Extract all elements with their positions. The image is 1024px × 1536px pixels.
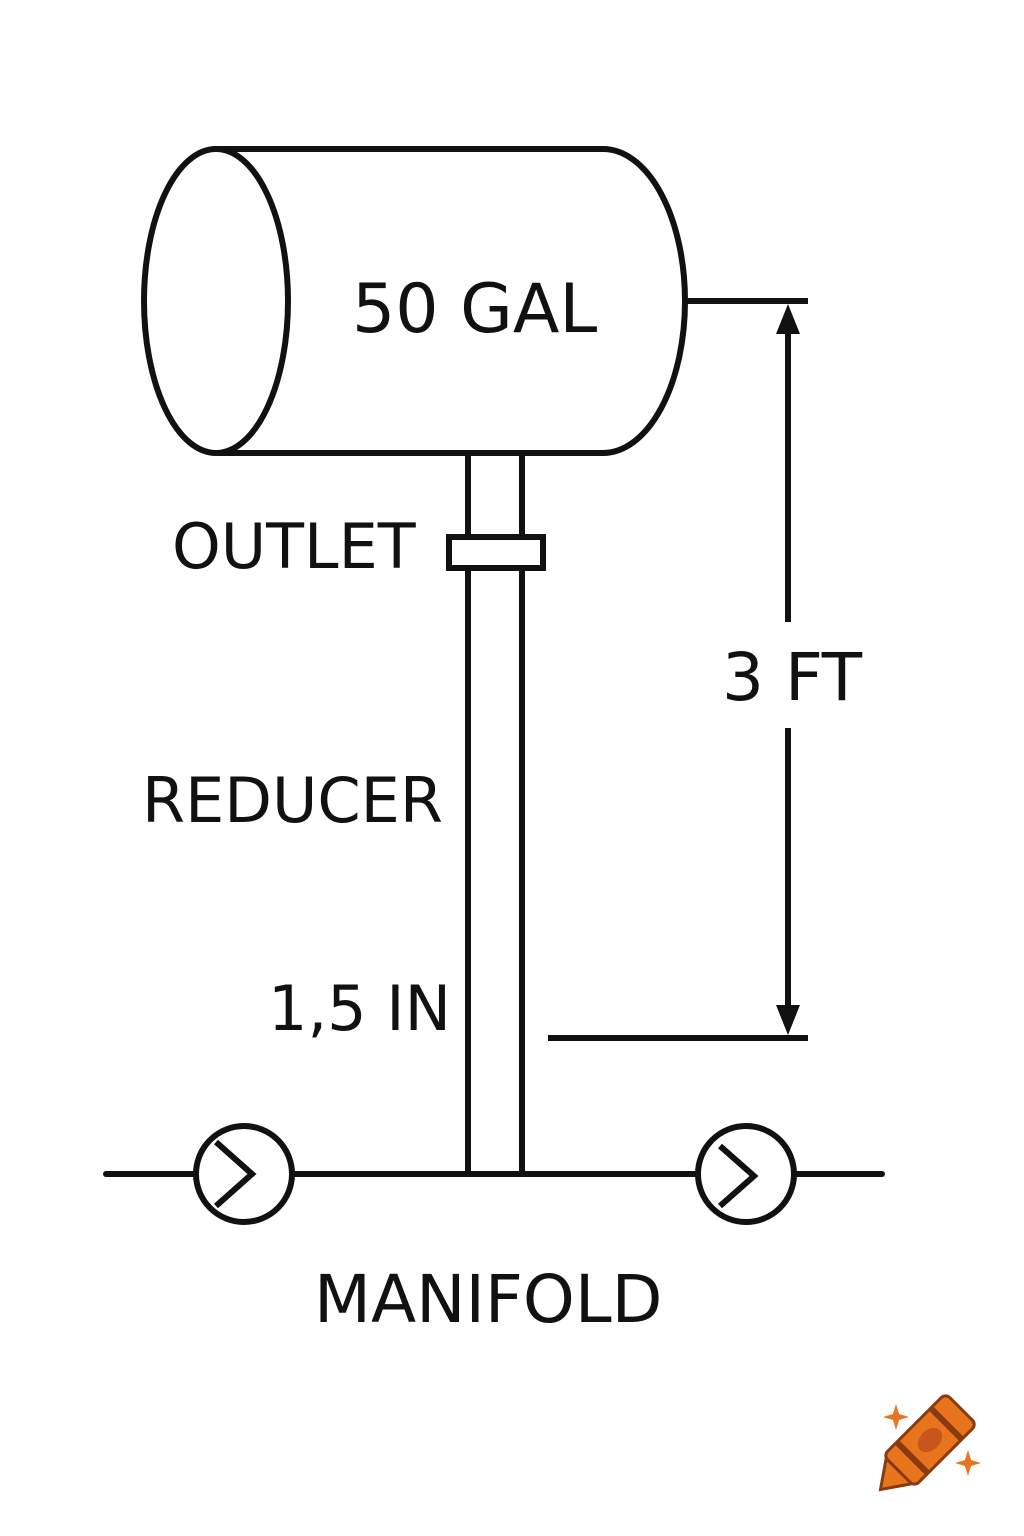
right-check-valve-icon [695, 1123, 797, 1225]
tank-capacity-label: 50 GAL [352, 270, 597, 349]
reducer-label: REDUCER [142, 764, 443, 837]
vertical-pipe [465, 455, 525, 1172]
arrow-up-icon [776, 304, 800, 334]
height-label: 3 FT [722, 639, 863, 716]
crayon-icon [878, 1394, 976, 1492]
outlet-fitting [446, 534, 546, 571]
height-dimension [548, 298, 808, 1041]
outlet-label: OUTLET [172, 510, 417, 583]
tank-end-cap [141, 146, 291, 456]
left-check-valve-icon [193, 1123, 295, 1225]
sparkle-icon [883, 1404, 981, 1476]
manifold-label: MANIFOLD [314, 1261, 662, 1338]
tank-body [218, 146, 688, 456]
tank [141, 146, 688, 456]
pipe-size-label: 1,5 IN [268, 972, 451, 1045]
arrow-down-icon [776, 1005, 800, 1035]
